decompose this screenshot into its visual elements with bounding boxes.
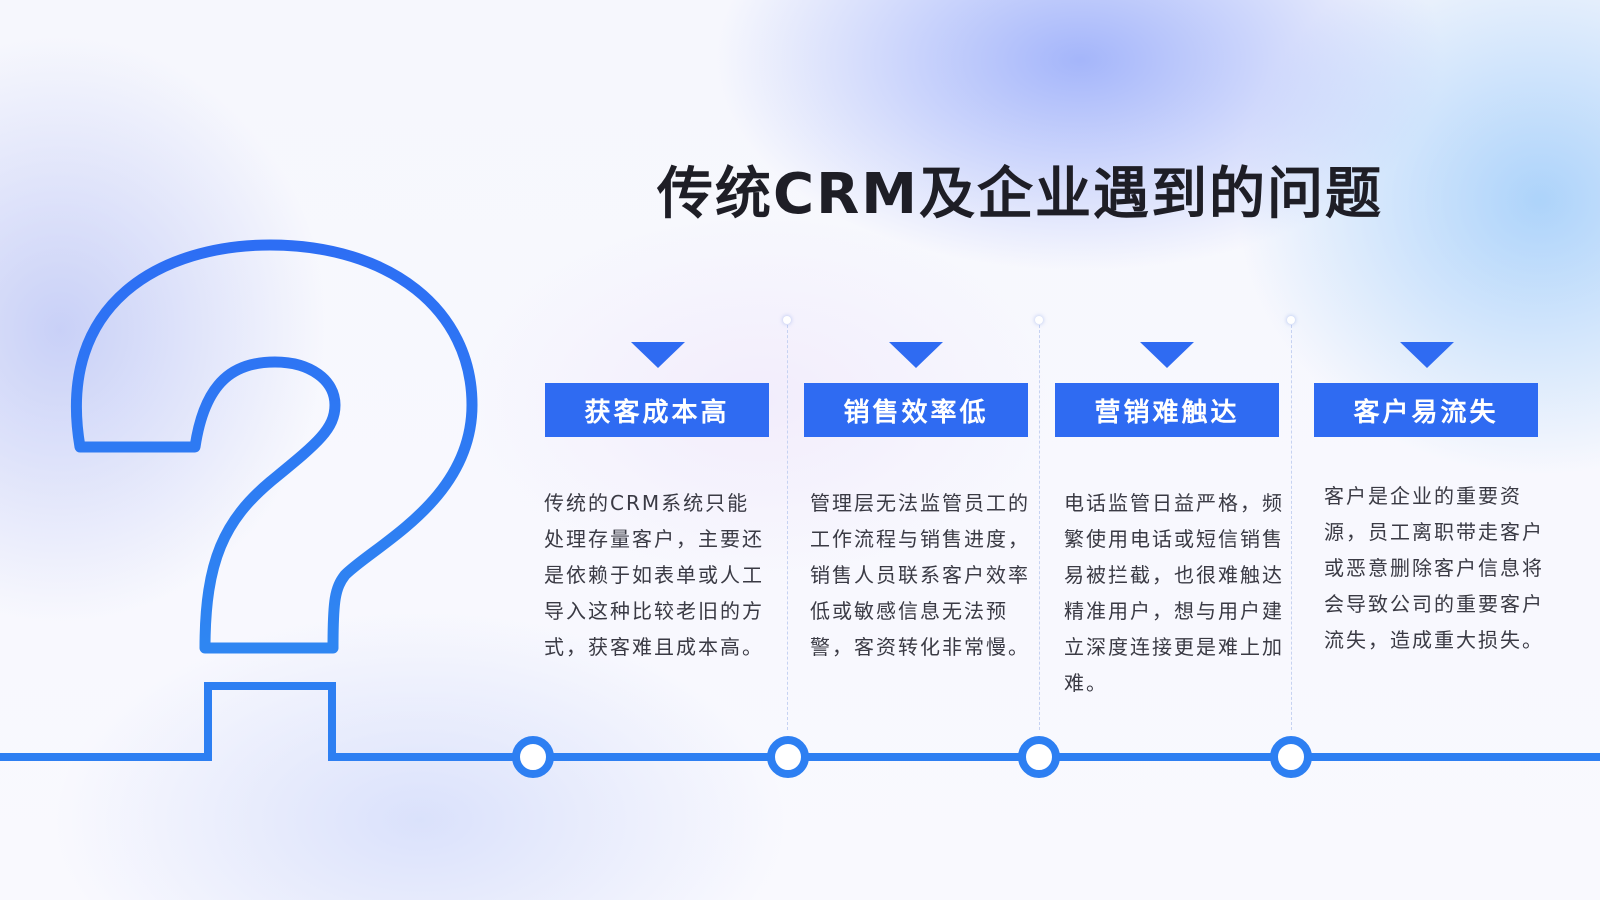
column-divider [1291,320,1292,730]
card-label-box: 客户易流失 [1314,383,1538,437]
card-label-box: 营销难触达 [1055,383,1279,437]
card-label-box: 销售效率低 [804,383,1028,437]
timeline-node [767,736,809,778]
timeline-node [1018,736,1060,778]
card-description: 传统的CRM系统只能处理存量客户，主要还是依赖于如表单或人工导入这种比较老旧的方… [544,491,764,659]
card-label: 客户易流失 [1353,397,1499,428]
card-label: 销售效率低 [843,397,989,428]
timeline-node [1270,736,1312,778]
card-description: 电话监管日益严格，频繁使用电话或短信销售易被拦截，也很难触达精准用户，想与用户建… [1064,491,1284,695]
column-divider [787,320,788,730]
chevron-down-icon [631,342,685,368]
chevron-down-icon [889,342,943,368]
chevron-down-icon [1400,342,1454,368]
divider-dot [783,316,791,324]
chevron-down-icon [1140,342,1194,368]
card-label: 营销难触达 [1094,397,1240,428]
column-divider [1039,320,1040,730]
timeline-node [512,736,554,778]
page-title: 传统CRM及企业遇到的问题 [657,162,1383,227]
divider-dot [1035,316,1043,324]
card-description: 客户是企业的重要资源，员工离职带走客户或恶意删除客户信息将会导致公司的重要客户流… [1324,484,1544,652]
card-label: 获客成本高 [584,397,730,428]
card-label-box: 获客成本高 [545,383,769,437]
divider-dot [1287,316,1295,324]
card-description: 管理层无法监管员工的工作流程与销售进度，销售人员联系客户效率低或敏感信息无法预警… [810,491,1030,659]
question-mark-outline-icon [70,239,478,654]
